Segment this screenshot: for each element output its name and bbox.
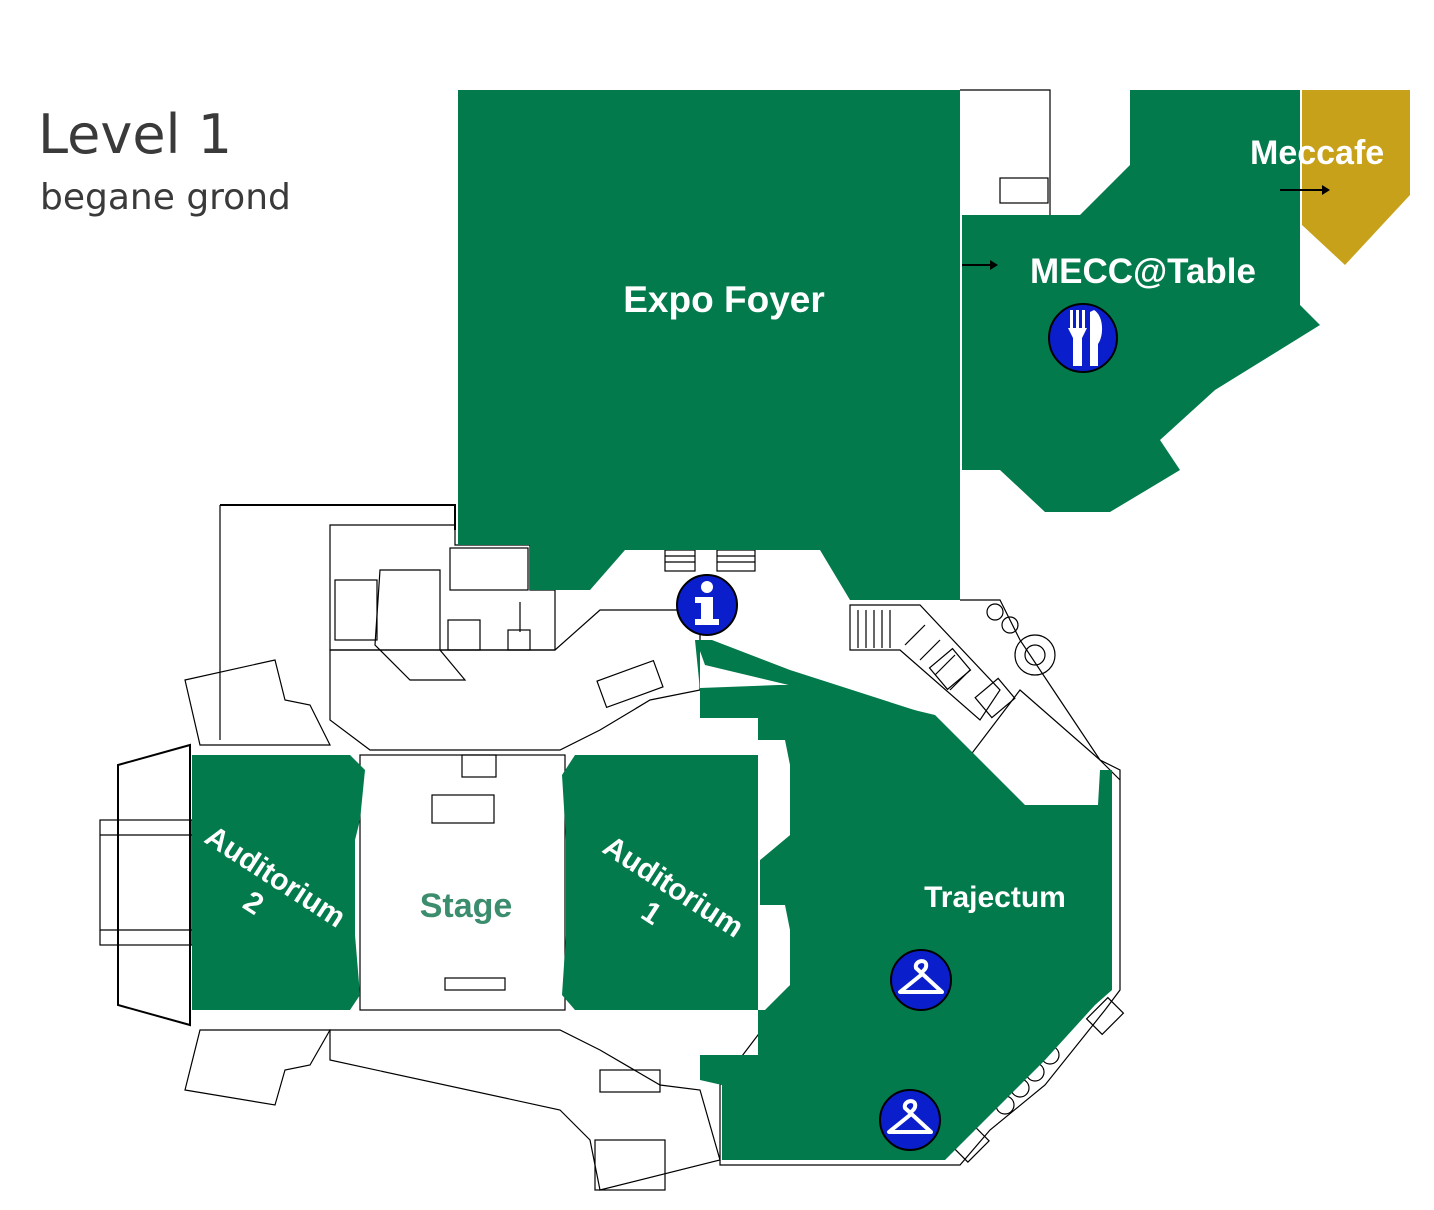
label-expo-foyer: Expo Foyer xyxy=(623,279,825,320)
room-trajectum[interactable] xyxy=(695,640,1112,1160)
room-meccafe[interactable] xyxy=(1302,90,1410,265)
info-icon[interactable] xyxy=(676,574,738,636)
label-mecc-table: MECC@Table xyxy=(1030,252,1256,291)
level-title: Level 1 xyxy=(38,103,233,166)
room-auditorium-2[interactable] xyxy=(192,755,365,1010)
arrow-icon xyxy=(962,260,998,270)
arrow-icon xyxy=(1280,185,1330,195)
label-meccafe: Meccafe xyxy=(1250,134,1384,172)
east-stairs xyxy=(849,604,1016,721)
level-subtitle: begane grond xyxy=(40,177,291,218)
room-expo-foyer[interactable] xyxy=(458,90,960,600)
label-stage: Stage xyxy=(420,887,513,925)
label-trajectum: Trajectum xyxy=(924,881,1066,914)
room-mecc-table[interactable] xyxy=(962,90,1320,512)
coat-hanger-icon[interactable] xyxy=(890,949,952,1011)
room-auditorium-1[interactable] xyxy=(562,755,758,1010)
coat-hanger-icon[interactable] xyxy=(879,1089,941,1151)
fork-knife-icon[interactable] xyxy=(1048,303,1118,373)
